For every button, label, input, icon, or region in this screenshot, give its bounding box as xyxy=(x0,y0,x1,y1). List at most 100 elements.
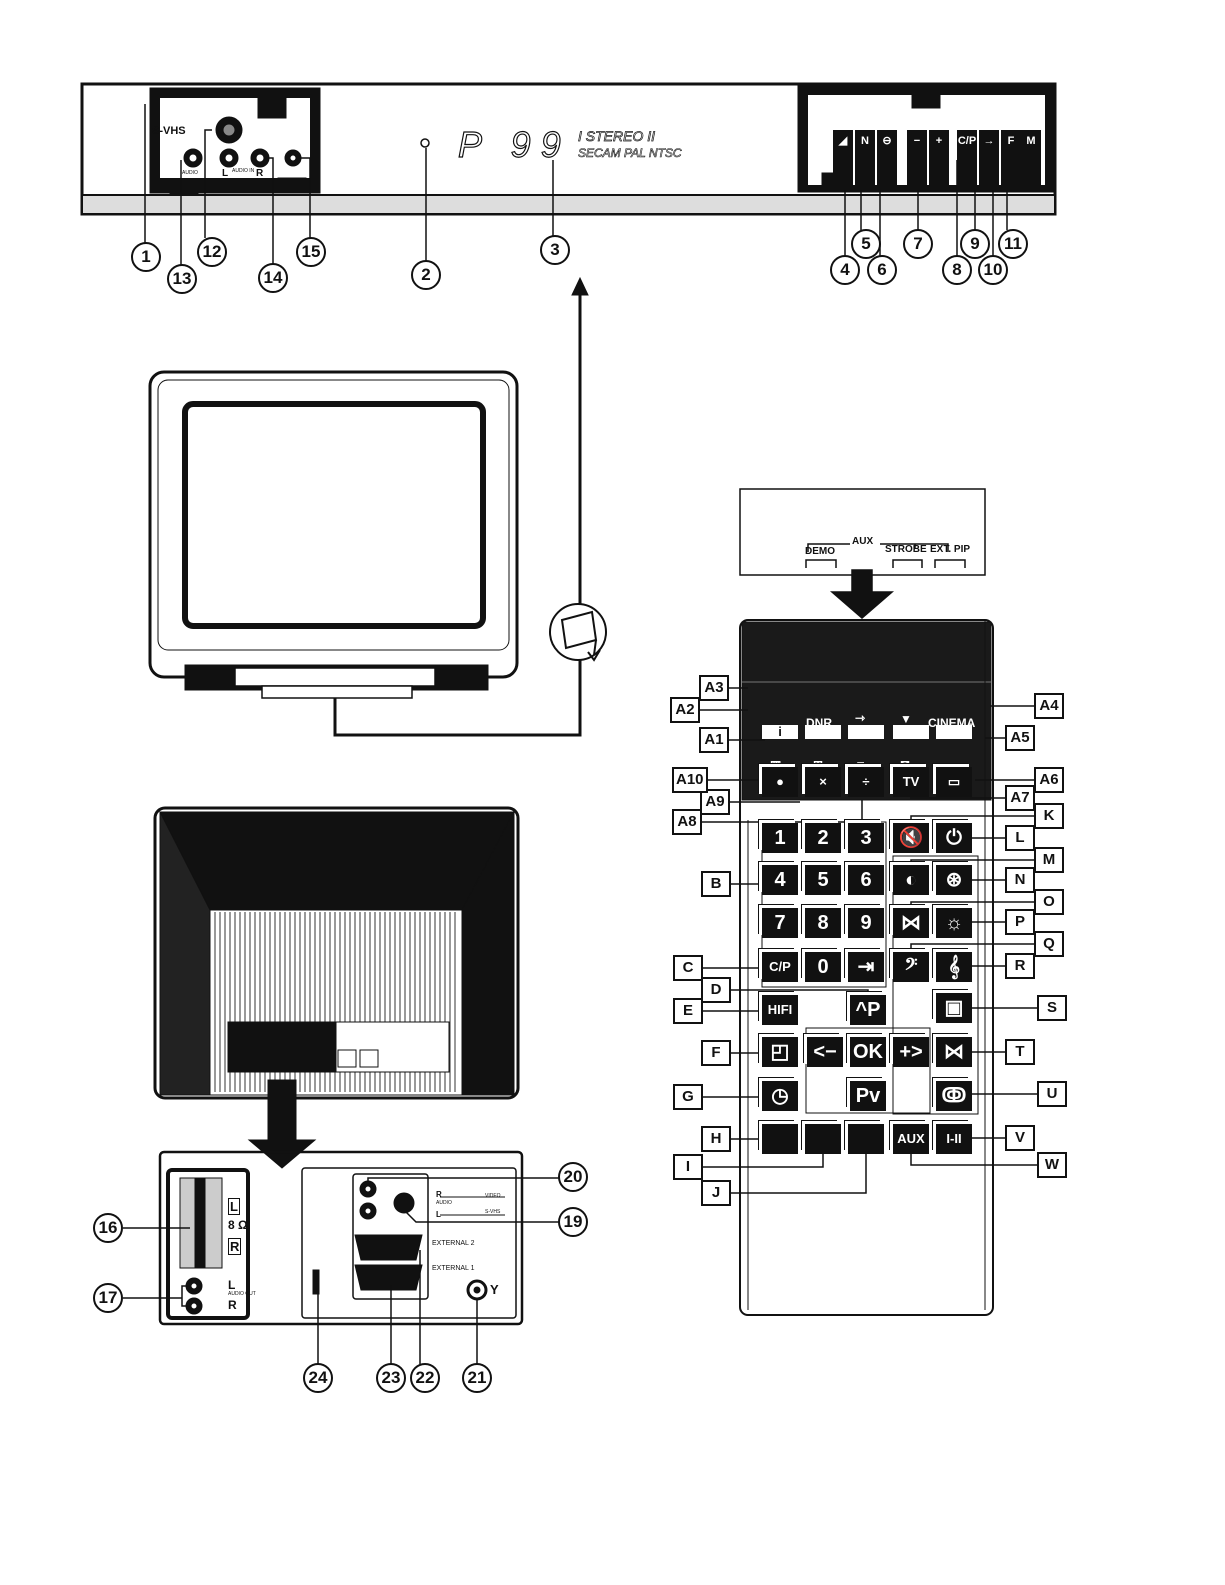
front-callout: 13 xyxy=(167,264,197,294)
remote-function-label: ▼ xyxy=(900,712,912,726)
legend-ext-pip: EXT. PIP xyxy=(930,544,971,555)
speaker-l-label: L xyxy=(228,1198,240,1215)
front-button[interactable]: N xyxy=(855,130,875,190)
remote-button[interactable]: i xyxy=(762,725,798,739)
remote-callout: S xyxy=(1037,995,1067,1021)
remote-button[interactable]: HIFI xyxy=(762,995,798,1025)
remote-button[interactable]: AUX xyxy=(893,1124,929,1154)
front-callout: 15 xyxy=(296,237,326,267)
remote-button[interactable] xyxy=(762,1124,798,1154)
rear-callout: 20 xyxy=(558,1162,588,1192)
remote-function-label: ◙ xyxy=(857,758,865,772)
remote-callout: H xyxy=(701,1126,731,1152)
remote-button[interactable]: 8 xyxy=(805,908,841,938)
remote-button[interactable]: ⋈ xyxy=(893,908,929,938)
remote-button[interactable]: 𝄢 xyxy=(893,952,929,982)
front-callout-lines xyxy=(144,104,1008,265)
display-program: P 99 xyxy=(457,123,571,165)
remote-button[interactable]: <− xyxy=(807,1037,843,1067)
remote-button[interactable] xyxy=(936,725,972,739)
audio-out-l-label: L xyxy=(228,1278,236,1292)
front-button[interactable]: M xyxy=(1021,130,1041,190)
remote-button[interactable]: 7 xyxy=(762,908,798,938)
front-button[interactable]: → xyxy=(979,130,999,190)
remote-callout: R xyxy=(1005,953,1035,979)
rear-audio-label: AUDIO xyxy=(436,1200,452,1206)
front-callout: 11 xyxy=(998,229,1028,259)
remote-button[interactable]: 9 xyxy=(848,908,884,938)
remote-button[interactable]: ● xyxy=(762,767,798,797)
external-1-label: EXTERNAL 1 xyxy=(432,1265,475,1272)
remote-button[interactable]: ▭ xyxy=(936,767,972,797)
rear-callout-lines xyxy=(123,1177,560,1364)
front-button[interactable]: ◢ xyxy=(833,130,853,190)
legend-aux: AUX xyxy=(852,536,874,547)
remote-button[interactable] xyxy=(848,725,884,739)
remote-button[interactable]: 0 xyxy=(805,952,841,982)
rear-audio-r: R xyxy=(436,1190,442,1199)
remote-button[interactable]: ▣ xyxy=(936,993,972,1023)
display-tv-systems: SECAM PAL NTSC xyxy=(578,146,682,161)
remote-button[interactable]: ÷ xyxy=(848,767,884,797)
remote-button[interactable] xyxy=(805,725,841,739)
remote-button[interactable]: +> xyxy=(893,1037,929,1067)
remote-button[interactable]: I-II xyxy=(936,1124,972,1154)
remote-button[interactable]: ☼ xyxy=(936,908,972,938)
remote-button[interactable] xyxy=(805,1124,841,1154)
front-callout: 10 xyxy=(978,255,1008,285)
remote-button[interactable]: 4 xyxy=(762,865,798,895)
remote-button[interactable]: ↂ xyxy=(936,1081,972,1111)
remote-button[interactable]: 5 xyxy=(805,865,841,895)
remote-button[interactable] xyxy=(893,725,929,739)
remote-callout: Q xyxy=(1034,931,1064,957)
rear-callout: 23 xyxy=(376,1363,406,1393)
remote-button[interactable]: ^P xyxy=(850,995,886,1025)
remote-button[interactable]: 🔇 xyxy=(893,823,929,853)
legend-demo: DEMO xyxy=(805,546,835,557)
remote-callout: A9 xyxy=(700,789,730,815)
remote-button[interactable]: 1 xyxy=(762,823,798,853)
audio-out-label: AUDIO OUT xyxy=(228,1291,256,1297)
remote-button[interactable]: ⋈ xyxy=(936,1037,972,1067)
front-callout: 1 xyxy=(131,242,161,272)
front-button[interactable]: ⊖ xyxy=(877,130,897,190)
remote-button[interactable]: ◰ xyxy=(762,1037,798,1067)
antenna-label: Y xyxy=(490,1282,499,1297)
remote-function-label: ⇾ xyxy=(855,711,866,725)
remote-button[interactable]: Pv xyxy=(850,1081,886,1111)
impedance-label: 8 Ω xyxy=(228,1218,248,1232)
remote-button[interactable]: ◐ xyxy=(893,865,929,895)
remote-button[interactable]: 6 xyxy=(848,865,884,895)
remote-button[interactable]: 3 xyxy=(848,823,884,853)
remote-callout: G xyxy=(673,1084,703,1110)
remote-callout: M xyxy=(1034,847,1064,873)
remote-button[interactable]: × xyxy=(805,767,841,797)
remote-callout: O xyxy=(1034,889,1064,915)
rear-connection-panel xyxy=(158,1150,524,1326)
front-button[interactable]: − xyxy=(907,130,927,190)
remote-button[interactable]: TV xyxy=(893,767,929,797)
remote-button[interactable]: 2 xyxy=(805,823,841,853)
remote-button[interactable]: 𝄞 xyxy=(936,952,972,982)
remote-button[interactable]: ◷ xyxy=(762,1081,798,1111)
remote-callout: N xyxy=(1005,867,1035,893)
remote-button[interactable] xyxy=(848,1124,884,1154)
remote-button[interactable]: ⇥ xyxy=(848,952,884,982)
front-callout: 14 xyxy=(258,263,288,293)
remote-callout: A10 xyxy=(672,767,708,793)
remote-button[interactable]: ⊛ xyxy=(936,865,972,895)
front-button[interactable]: F xyxy=(1001,130,1021,190)
remote-button[interactable]: C/P xyxy=(762,952,798,982)
audio-l-label: L xyxy=(222,168,229,179)
front-button[interactable]: + xyxy=(929,130,949,190)
remote-button[interactable]: ⏻ xyxy=(936,823,972,853)
front-callout: 7 xyxy=(903,229,933,259)
front-button[interactable]: C/P xyxy=(957,130,977,190)
remote-callout: D xyxy=(701,977,731,1003)
remote-callout-lines xyxy=(695,687,1038,1194)
remote-callout: A5 xyxy=(1005,725,1035,751)
remote-button[interactable]: OK xyxy=(850,1037,886,1067)
remote-callout: P xyxy=(1005,909,1035,935)
remote-callout: F xyxy=(701,1040,731,1066)
